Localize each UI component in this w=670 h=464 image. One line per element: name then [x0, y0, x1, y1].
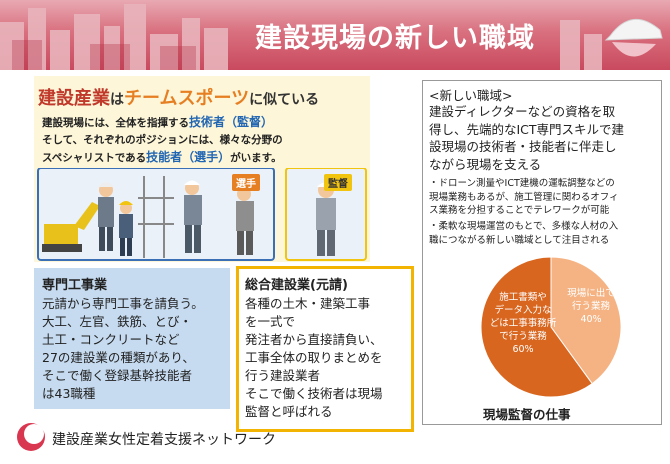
- desc-line1: 建設現場には、全体を指揮する: [42, 117, 189, 129]
- new-role-description: 建設ディレクターなどの資格を取 得し、先端的なICT専門スキルで建 設現場の技術…: [429, 103, 659, 173]
- pie-label-line: 行う業務: [571, 301, 610, 312]
- desc-highlight-engineer: 技術者（監督）: [189, 115, 274, 129]
- general-line: 各種の土木・建築工事: [245, 296, 371, 311]
- headline-part-team-sports: チームスポーツ: [124, 88, 250, 109]
- pie-slice-1: [480, 256, 593, 398]
- specialist-line: 大工、左官、鉄筋、とび・: [42, 314, 193, 329]
- bullet-line: ス業務を分担することでテレワークが可能: [429, 205, 610, 216]
- general-line: 発注者から直接請負い、: [245, 332, 383, 347]
- desc-line2: そして、それぞれのポジションには、様々な分野の: [42, 134, 283, 146]
- description-line: ながら現場を支える: [429, 156, 542, 172]
- team-sports-panel: 建設産業はチームスポーツに似ている 建設現場には、全体を指揮する技術者（監督） …: [34, 76, 370, 262]
- new-role-heading: <新しい職域>: [429, 88, 513, 103]
- pie-label-line: どは工事事務所: [489, 318, 557, 329]
- general-box-title: 総合建設業(元請): [245, 278, 348, 293]
- pie-slice-0: [550, 256, 622, 385]
- general-line: 工事全体の取りまとめを: [245, 350, 383, 365]
- specialist-box-title: 専門工事業: [42, 278, 108, 293]
- bullet-flexible-operation: ・柔軟な現場運営のもとで、多様な人材の入 職につながる新しい職域として注目される: [429, 220, 661, 247]
- pie-label-onsite: 現場に出て 行う業務 40%: [563, 287, 619, 326]
- pie-label-line: 施工書類や: [499, 292, 547, 303]
- specialist-contractor-box: 専門工事業 元請から専門工事を請負う。 大工、左官、鉄筋、とび・ 土工・コンクリ…: [34, 268, 230, 409]
- description-line: 得し、先端的なICT専門スキルで建: [429, 121, 625, 137]
- specialist-line: 27の建設業の種類があり、: [42, 350, 195, 365]
- supervisor-badge: 監督: [324, 174, 352, 191]
- headline-part-industry: 建設産業: [38, 88, 110, 109]
- specialist-line: 土工・コンクリートなど: [42, 332, 180, 347]
- pie-label-line: で行う業務: [499, 331, 547, 342]
- new-role-panel: <新しい職域> 建設ディレクターなどの資格を取 得し、先端的なICT専門スキルで…: [422, 80, 662, 425]
- organization-name: 建設産業女性定着支援ネットワーク: [52, 432, 276, 448]
- general-line: 監督と呼ばれる: [245, 404, 333, 419]
- specialist-line: は43職種: [42, 386, 96, 401]
- panel-headline: 建設産業はチームスポーツに似ている: [38, 84, 368, 110]
- pie-label-line: 現場に出て: [567, 288, 615, 299]
- description-line: 建設ディレクターなどの資格を取: [429, 104, 616, 119]
- pie-label-percent: 60%: [512, 344, 534, 355]
- bullet-line: 現場業務もあるが、施工管理に関わるオフィ: [429, 191, 619, 203]
- supervisor-work-pie-chart: 現場に出て 行う業務 40% 施工書類や データ入力な どは工事事務所 で行う業…: [479, 255, 623, 399]
- desc-line3: スペシャリストである: [42, 152, 147, 164]
- header-banner: 建設現場の新しい職域: [0, 0, 670, 70]
- city-skyline-image: [0, 4, 663, 70]
- bullet-line: ・柔軟な現場運営のもとで、多様な人材の入: [429, 221, 619, 232]
- general-line: を一式で: [245, 314, 296, 329]
- description-line: 設現場の技術者・技能者に伴走し: [429, 139, 617, 154]
- construction-team-illustration: [37, 168, 367, 261]
- general-line: そこで働く技術者は現場: [245, 386, 383, 401]
- player-badge: 選手: [232, 174, 260, 191]
- headline-part-similar: に似ている: [249, 92, 320, 108]
- bullet-drone-survey: ・ドローン測量やICT建機の運転調整などの 現場業務もあるが、施工管理に関わるオ…: [429, 177, 661, 218]
- specialist-line: そこで働く登録基幹技能者: [42, 368, 193, 383]
- specialist-line: 元請から専門工事を請負う。: [42, 296, 204, 311]
- pie-label-office: 施工書類や データ入力な どは工事事務所 で行う業務 60%: [481, 291, 565, 356]
- headline-part-wa: は: [110, 92, 124, 108]
- pie-label-line: データ入力な: [494, 305, 552, 316]
- bullet-line: 職につながる新しい職域として注目される: [429, 234, 610, 246]
- general-contractor-box: 総合建設業(元請) 各種の土木・建築工事 を一式で 発注者から直接請負い、 工事…: [236, 266, 414, 432]
- chart-title: 現場監督の仕事: [483, 407, 571, 422]
- desc-highlight-technician: 技能者（選手）: [146, 150, 231, 164]
- worker-helmet-icon: [604, 18, 663, 57]
- panel-description: 建設現場には、全体を指揮する技術者（監督） そして、それぞれのポジションには、様…: [42, 114, 368, 167]
- pie-label-percent: 40%: [580, 314, 602, 325]
- page-title: 建設現場の新しい職域: [255, 23, 535, 54]
- network-logo-icon: [17, 423, 45, 451]
- desc-line3-end: がいます。: [230, 152, 282, 164]
- bullet-line: ・ドローン測量やICT建機の運転調整などの: [429, 178, 615, 189]
- pie-svg: [480, 256, 622, 398]
- general-line: 行う建設業者: [245, 368, 321, 383]
